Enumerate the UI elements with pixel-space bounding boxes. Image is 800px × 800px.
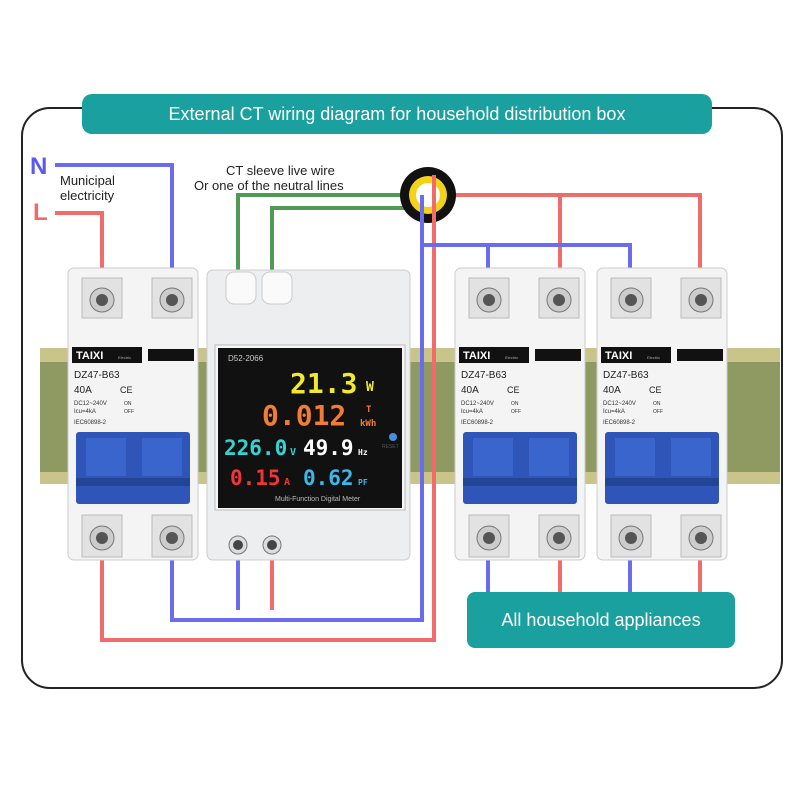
breaker-model: DZ47-B63 — [461, 370, 507, 381]
meter-power: 21.3 — [290, 367, 357, 400]
source-desc-1: Municipal — [60, 173, 115, 188]
breaker-brand-sub: Electric — [505, 355, 518, 360]
meter-power-unit: W — [366, 380, 374, 395]
meter-energy-unit-top: T — [366, 405, 372, 415]
ce-mark: CE — [507, 385, 520, 395]
live-input-wire — [55, 211, 104, 290]
breaker-brand: TAIXI — [605, 350, 632, 362]
breaker-standard: IEC60898-2 — [603, 420, 636, 426]
breaker-off: OFF — [511, 409, 521, 415]
breaker-toggle-lever[interactable] — [605, 432, 719, 504]
meter-pf-unit: PF — [358, 478, 368, 487]
meter-footer: Multi-Function Digital Meter — [275, 496, 361, 503]
breaker-standard: IEC60898-2 — [74, 420, 107, 426]
appliances-banner — [467, 592, 735, 648]
ct-label-2: Or one of the neutral lines — [194, 178, 344, 193]
title-banner — [82, 94, 712, 134]
breaker-spec2: Icu=4kA — [74, 409, 96, 415]
breaker-on: ON — [124, 401, 132, 407]
breaker-on: ON — [511, 401, 519, 407]
meter-voltage-unit: V — [290, 447, 296, 458]
breaker-rating: 40A — [74, 385, 92, 396]
neutral-label: N — [30, 153, 47, 180]
meter-model: D52-2066 — [228, 354, 264, 363]
breaker-standard: IEC60898-2 — [461, 420, 494, 426]
meter-screen — [218, 348, 402, 508]
meter-energy: 0.012 — [262, 399, 346, 432]
breaker-on: ON — [653, 401, 661, 407]
meter-voltage: 226.0 — [224, 436, 287, 460]
breaker-rating: 40A — [461, 385, 479, 396]
meter-energy-unit: kWh — [360, 419, 376, 429]
live-label: L — [33, 199, 48, 226]
breaker-off: OFF — [653, 409, 663, 415]
breaker-brand: TAIXI — [76, 350, 103, 362]
digital-meter: D52-2066 21.3 W 0.012 T kWh 226.0 V 49.9… — [206, 269, 411, 561]
live-through-ct-wire — [100, 195, 436, 642]
reset-button[interactable] — [389, 433, 397, 441]
source-desc-2: electricity — [60, 188, 115, 203]
ct-label-1: CT sleeve live wire — [226, 163, 335, 178]
breaker-brand-sub: Electric — [118, 355, 131, 360]
neutral-input-wire — [55, 163, 174, 290]
diagram-title: External CT wiring diagram for household… — [169, 104, 626, 124]
breaker-toggle-lever[interactable] — [76, 432, 190, 504]
reset-label: RESET — [382, 444, 399, 450]
meter-terminal-screws — [228, 535, 282, 555]
breaker-spec1: DC12~240V — [74, 401, 107, 407]
breaker-model: DZ47-B63 — [74, 370, 120, 381]
breaker-off: OFF — [124, 409, 134, 415]
neutral-to-meter-wire — [170, 195, 424, 622]
meter-frequency-unit: Hz — [358, 448, 368, 457]
breaker-spec1: DC12~240V — [461, 401, 494, 407]
breaker-brand-sub: Electric — [647, 355, 660, 360]
ce-mark: CE — [649, 385, 662, 395]
ce-mark: CE — [120, 385, 133, 395]
breaker-spec2: Icu=4kA — [461, 409, 483, 415]
appliances-label: All household appliances — [501, 610, 700, 630]
breaker-spec2: Icu=4kA — [603, 409, 625, 415]
ct-wire-1 — [236, 193, 410, 285]
meter-current-unit: A — [284, 477, 290, 488]
breaker-toggle-lever[interactable] — [463, 432, 577, 504]
breaker-model: DZ47-B63 — [603, 370, 649, 381]
breaker-brand: TAIXI — [463, 350, 490, 362]
live-distribution-wire — [434, 193, 702, 290]
ct-wire-2 — [270, 206, 410, 285]
meter-frequency: 49.9 — [303, 436, 354, 460]
breaker-rating: 40A — [603, 385, 621, 396]
breaker-spec1: DC12~240V — [603, 401, 636, 407]
meter-current: 0.15 — [230, 466, 281, 490]
meter-pf: 0.62 — [303, 466, 354, 490]
ct-sensor-ring — [400, 167, 456, 230]
